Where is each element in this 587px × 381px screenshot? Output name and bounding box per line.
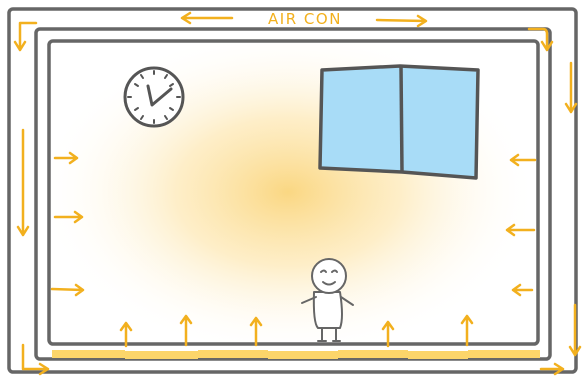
- arrow-icon: [513, 285, 532, 295]
- floor-heating-strip: [52, 350, 540, 359]
- clock-icon: [125, 68, 183, 126]
- arrow-icon: [462, 316, 472, 345]
- window-icon: [320, 66, 478, 178]
- arrow-icon: [570, 305, 580, 355]
- air-con-label: AIR CON: [268, 10, 342, 28]
- arrow-icon: [182, 13, 232, 23]
- arrow-icon: [377, 16, 426, 26]
- arrow-icon: [52, 285, 83, 295]
- arrow-icon: [18, 130, 28, 235]
- arrow-icon: [15, 23, 36, 50]
